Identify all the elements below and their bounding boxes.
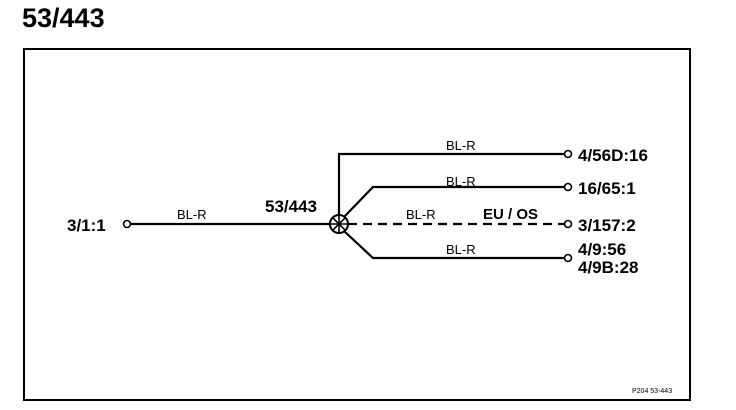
output-wire-1-color: BL-R: [446, 138, 476, 153]
output-wire-4-group: BL-R 4/9:56 4/9B:28: [343, 230, 638, 277]
output-wire-1: [337, 152, 565, 216]
output-terminal-4-label: 4/9:56: [578, 240, 626, 259]
output-terminal-4-connector: [563, 253, 573, 263]
output-terminal-1-connector: [563, 149, 573, 159]
output-wire-3-group: BL-R EU / OS 3/157:2: [348, 206, 636, 235]
output-terminal-3-connector: [563, 219, 573, 229]
output-terminal-2-connector: [563, 182, 573, 192]
input-terminal-connector: [122, 219, 132, 229]
output-terminal-4b-label: 4/9B:28: [578, 258, 638, 277]
output-wire-4-color: BL-R: [446, 242, 476, 257]
output-wire-2-color: BL-R: [446, 174, 476, 189]
output-wire-3-condition: EU / OS: [483, 206, 538, 223]
diagram-title: 53/443: [22, 3, 105, 33]
splice-label: 53/443: [265, 197, 317, 216]
output-terminal-3-label: 3/157:2: [578, 216, 636, 235]
input-terminal-label: 3/1:1: [67, 216, 106, 235]
output-terminal-2-label: 16/65:1: [578, 179, 636, 198]
input-wire-color: BL-R: [177, 207, 207, 222]
splice-symbol: [329, 214, 349, 234]
reference-code: P204 53-443: [632, 388, 672, 395]
diagram-frame: [23, 48, 691, 401]
input-wire-group: 3/1:1 BL-R: [67, 207, 330, 235]
output-wire-3-color: BL-R: [406, 207, 436, 222]
output-wire-2-group: BL-R 16/65:1: [343, 174, 636, 218]
output-wire-1-group: BL-R 4/56D:16: [337, 138, 648, 216]
output-wire-4: [343, 230, 565, 260]
output-wire-2: [343, 185, 565, 218]
output-terminal-1-label: 4/56D:16: [578, 146, 648, 165]
